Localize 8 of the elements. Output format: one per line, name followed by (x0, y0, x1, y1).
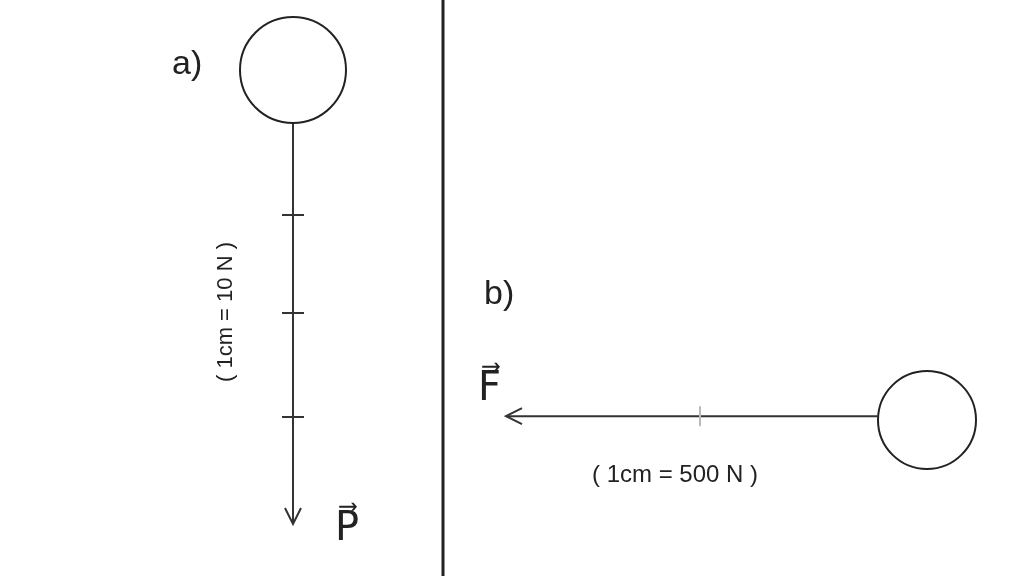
scale-note: ( 1cm = 500 N ) (592, 460, 759, 489)
force-symbol: P⃗ (335, 502, 360, 550)
part-label: b) (484, 272, 515, 313)
scale-note: ( 1cm = 10 N ) (211, 242, 238, 382)
body-circle (239, 16, 347, 124)
body-circle (877, 370, 977, 470)
force-symbol: F⃗ (478, 362, 501, 410)
part-label: a) (172, 42, 203, 83)
